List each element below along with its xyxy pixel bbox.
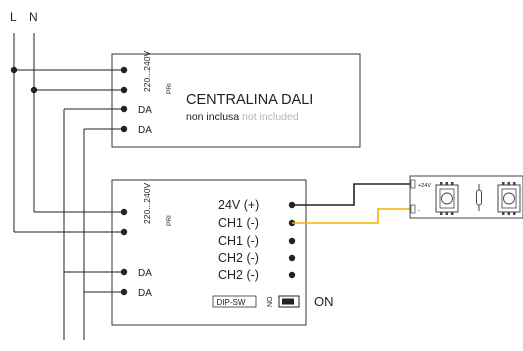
junction-dots bbox=[10, 66, 38, 94]
controller-pri-label: PRI bbox=[166, 83, 173, 94]
output-ch1b-label: CH1 (-) bbox=[218, 234, 259, 248]
dip-switch-lever bbox=[282, 298, 294, 305]
controller-note: non inclusa not included bbox=[186, 111, 299, 123]
controller-da2-label: DA bbox=[138, 125, 152, 136]
led-chip bbox=[497, 182, 521, 215]
wire-ch1-negative bbox=[292, 208, 415, 224]
strip-minus-label: - bbox=[418, 208, 420, 214]
wire-24v-positive bbox=[292, 183, 415, 206]
controller-box bbox=[111, 53, 361, 148]
dip-switch-label: DIP-SW bbox=[217, 298, 246, 307]
driver-pri-label: PRI bbox=[166, 215, 173, 226]
driver-input-terminals bbox=[120, 208, 128, 296]
driver-da2-label: DA bbox=[138, 288, 152, 299]
controller-note-it: non inclusa bbox=[186, 111, 239, 123]
dali-bus-wires bbox=[63, 108, 124, 340]
driver-box bbox=[111, 179, 307, 326]
driver-output-terminals bbox=[288, 201, 296, 279]
output-24v-label: 24V (+) bbox=[218, 198, 259, 212]
strip-plus-label: +24V bbox=[418, 183, 431, 189]
output-ch1a-label: CH1 (-) bbox=[218, 216, 259, 230]
line-l-label: L bbox=[10, 10, 17, 24]
driver-da1-label: DA bbox=[138, 268, 152, 279]
output-ch2b-label: CH2 (-) bbox=[218, 268, 259, 282]
controller-da1-label: DA bbox=[138, 105, 152, 116]
dip-on-label: ON bbox=[314, 294, 334, 309]
output-ch2a-label: CH2 (-) bbox=[218, 251, 259, 265]
driver-voltage-label: 220...240V bbox=[142, 183, 152, 224]
led-chip bbox=[435, 182, 459, 215]
dip-switch-label-box bbox=[212, 295, 257, 308]
dip-no-label: NO bbox=[267, 296, 274, 307]
controller-title: CENTRALINA DALI bbox=[186, 92, 313, 108]
led-strip: +24V - bbox=[409, 175, 523, 219]
resistor bbox=[476, 184, 482, 211]
line-n-label: N bbox=[29, 10, 38, 24]
controller-voltage-label: 220...240V bbox=[142, 51, 152, 92]
controller-note-en: not included bbox=[242, 111, 299, 123]
controller-terminals bbox=[120, 66, 128, 133]
mains-wires bbox=[13, 33, 124, 233]
